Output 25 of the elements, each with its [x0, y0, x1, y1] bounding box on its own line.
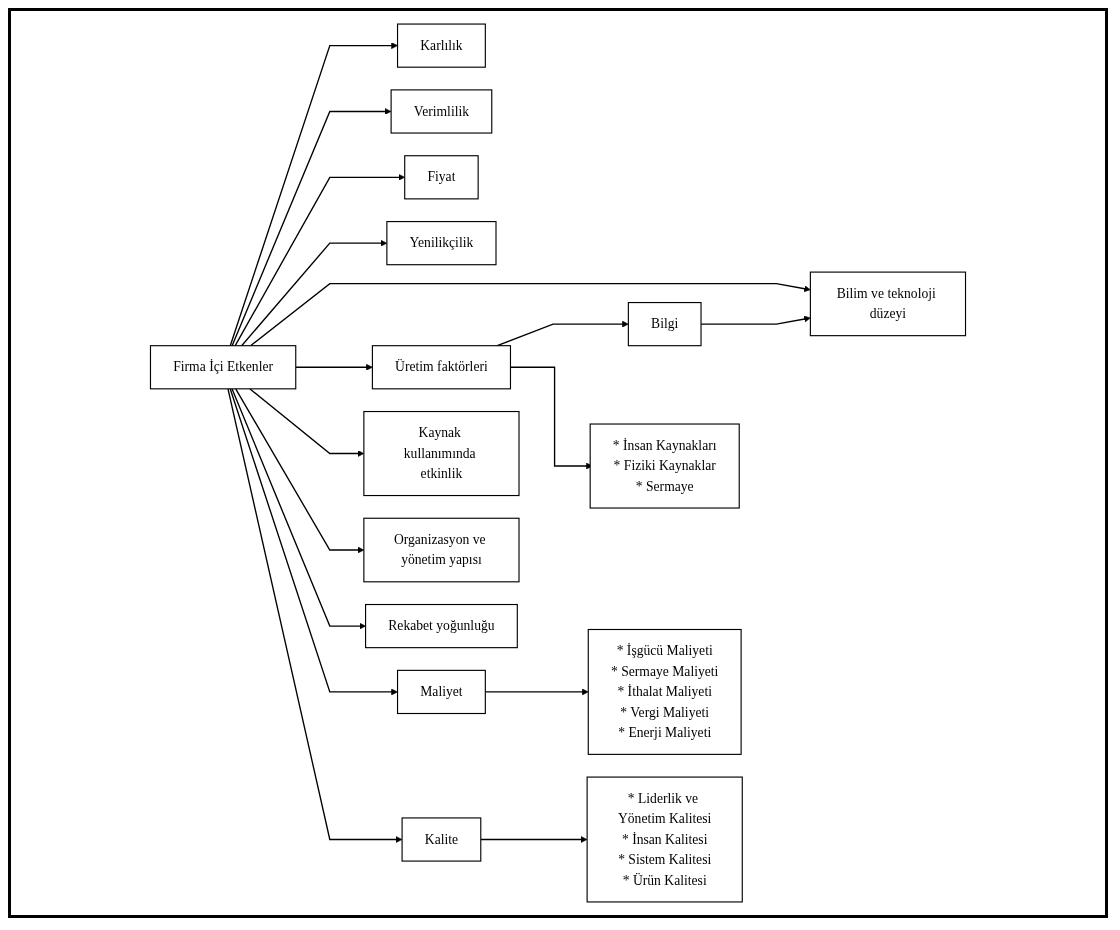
node-box: Yenilikçilik — [386, 221, 497, 266]
arrow — [480, 836, 588, 843]
arrow — [295, 363, 373, 371]
node-box: Kaynak kullanımında etkinlik — [363, 410, 520, 497]
arrow — [231, 388, 366, 630]
node-box: Fiyat — [404, 155, 479, 200]
node-box: Karlılık — [396, 23, 486, 68]
node-box: Bilim ve teknoloji düzeyi — [809, 271, 967, 337]
node-box: Kalite — [401, 817, 482, 862]
arrow — [227, 388, 403, 843]
node-box: Verimlilik — [390, 89, 493, 134]
node-box: Üretim faktörleri — [371, 345, 512, 390]
node-box: Bilgi — [627, 302, 702, 347]
node-box: * İşgücü Maliyeti * Sermaye Maliyeti * İthalat Maliyeti * Vergi Maliyeti * Enerji Maliyeti — [587, 628, 742, 755]
node-box: Maliyet — [396, 669, 486, 715]
node-box: Organizasyon ve yönetim yapısı — [363, 517, 520, 583]
arrow — [249, 282, 811, 347]
arrow — [231, 108, 392, 347]
node-box: * Liderlik ve Yönetim Kalitesi * İnsan Kalitesi * Sistem Kalitesi * Ürün Kalitesi — [586, 776, 743, 903]
arrow — [229, 42, 398, 347]
arrow — [229, 388, 398, 696]
node-box: * İnsan Kaynakları * Fiziki Kaynaklar * Sermaye — [589, 423, 740, 509]
node-box: Firma İçi Etkenler — [149, 345, 297, 390]
node-box: Rekabet yoğunluğu — [365, 603, 518, 649]
arrow — [496, 320, 629, 347]
